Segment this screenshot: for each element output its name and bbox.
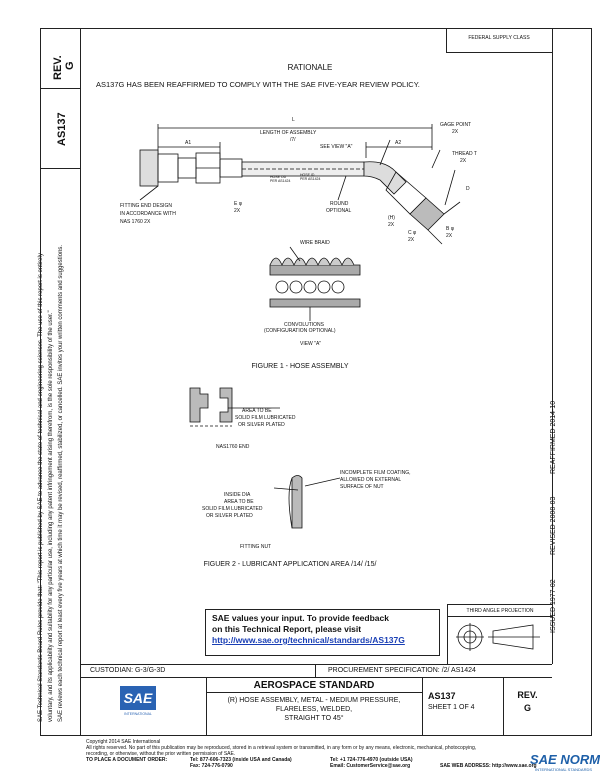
doc-title-line2: FLARELESS, WELDED, — [275, 706, 353, 713]
sheet-number: SHEET 1 OF 4 — [428, 704, 475, 711]
federal-supply-class: FEDERAL SUPPLY CLASS — [468, 35, 530, 41]
doc-number-vertical: AS137 — [56, 112, 68, 146]
tel-inside: Tel: 877-606-7323 (inside USA and Canada… — [190, 757, 292, 763]
svg-text:2X: 2X — [452, 129, 459, 135]
doc-title-line1: (R) HOSE ASSEMBLY, METAL - MEDIUM PRESSU… — [227, 697, 401, 704]
title-block-doc-number: AS137 — [428, 691, 456, 701]
svg-text:E φ: E φ — [234, 201, 243, 207]
watermark-logo: SAE NORM — [530, 752, 600, 767]
dim-l: L — [292, 117, 295, 123]
nas1760-end: NAS1760 END — [216, 444, 250, 450]
length-of-assembly: LENGTH OF ASSEMBLY — [260, 130, 317, 136]
svg-text:SOLID FILM LUBRICATED: SOLID FILM LUBRICATED — [235, 415, 296, 421]
view-a: VIEW "A" — [300, 341, 321, 347]
revised-date: REVISED 2008-03 — [550, 496, 557, 555]
svg-text:AREA TO BE: AREA TO BE — [242, 408, 272, 414]
svg-text:NAS 1760 2X: NAS 1760 2X — [120, 219, 151, 225]
rights-line1: All rights reserved. No part of this pub… — [86, 745, 477, 751]
svg-text:INSIDE DIA: INSIDE DIA — [224, 492, 251, 498]
drawing-sheet — [40, 28, 592, 736]
svg-text:B φ: B φ — [446, 226, 455, 232]
figure2-caption: FIGUER 2 - LUBRICANT APPLICATION AREA /1… — [203, 561, 377, 568]
feedback-line1: SAE values your input. To provide feedba… — [212, 613, 389, 623]
svg-text:PER AS1424: PER AS1424 — [270, 179, 290, 183]
svg-text:AREA TO BE: AREA TO BE — [224, 499, 254, 505]
svg-text:INCOMPLETE FILM COATING,: INCOMPLETE FILM COATING, — [340, 470, 410, 476]
svg-text:2X: 2X — [388, 222, 395, 228]
convolutions: CONVOLUTIONS — [284, 322, 325, 328]
lubricant-area-drawing: AREA TO BE SOLID FILM LUBRICATED OR SILV… — [189, 387, 410, 550]
dim-a2: A2 — [395, 140, 401, 146]
projection-symbol — [456, 623, 540, 651]
svg-text:PER AS1424: PER AS1424 — [300, 177, 320, 181]
doc-title-line3: STRAIGHT TO 45° — [284, 715, 344, 722]
see-view-a: SEE VIEW "A" — [320, 144, 353, 150]
svg-text:HOSE OD: HOSE OD — [270, 175, 287, 179]
feedback-line2: on this Technical Report, please visit — [212, 624, 362, 634]
rev-value-vertical: G — [64, 61, 76, 70]
svg-text:IN ACCORDANCE WITH: IN ACCORDANCE WITH — [120, 211, 176, 217]
sae-logo: SAE INTERNATIONAL — [120, 686, 156, 726]
aerospace-standard-heading: AEROSPACE STANDARD — [253, 680, 375, 691]
rationale-title: RATIONALE — [287, 63, 333, 72]
svg-text:2X: 2X — [446, 233, 453, 239]
svg-text:ROUND: ROUND — [330, 201, 349, 207]
svg-text:D: D — [466, 186, 470, 192]
title-block-rev-value: G — [523, 703, 531, 713]
fitting-nut: FITTING NUT — [240, 544, 271, 550]
fitting-end-design: FITTING END DESIGN — [120, 203, 172, 209]
email: Email: CustomerService@sae.org — [330, 763, 411, 769]
svg-text:2X: 2X — [234, 208, 241, 214]
tel-outside: Tel: +1 724-776-4970 (outside USA) — [330, 757, 413, 763]
svg-text:SURFACE OF NUT: SURFACE OF NUT — [340, 484, 384, 490]
custodian: CUSTODIAN: G-3/G-3D — [90, 667, 166, 674]
to-place-order: TO PLACE A DOCUMENT ORDER: — [86, 757, 168, 763]
rationale-text: AS137G HAS BEEN REAFFIRMED TO COMPLY WIT… — [96, 80, 420, 89]
watermark-sub: INTERNATIONAL STANDARDS — [535, 767, 593, 772]
svg-text:SOLID FILM LUBRICATED: SOLID FILM LUBRICATED — [202, 506, 263, 512]
title-block-rev-label: REV. — [517, 690, 538, 700]
thread-t: THREAD T — [452, 151, 477, 157]
procurement-spec: PROCUREMENT SPECIFICATION: /2/ AS1424 — [328, 667, 476, 674]
wire-braid: WIRE BRAID — [300, 240, 330, 246]
feedback-link[interactable]: http://www.sae.org/technical/standards/A… — [212, 635, 405, 645]
dim-a1: A1 — [185, 140, 191, 146]
svg-text:ALLOWED ON EXTERNAL: ALLOWED ON EXTERNAL — [340, 477, 401, 483]
svg-text:(H): (H) — [388, 215, 395, 221]
hose-assembly-drawing: L LENGTH OF ASSEMBLY /7/ A1 A2 GAGE POIN… — [120, 117, 477, 347]
gage-point: GAGE POINT — [440, 122, 471, 128]
title-column-divider — [80, 28, 81, 664]
note-7: /7/ — [290, 137, 296, 143]
rights-line2: recording, or otherwise, without the pri… — [86, 751, 236, 757]
copyright: Copyright 2014 SAE International — [86, 739, 161, 745]
svg-text:OR SILVER PLATED: OR SILVER PLATED — [238, 422, 285, 428]
projection-title: THIRD ANGLE PROJECTION — [448, 605, 552, 617]
fax: Fax: 724-776-0790 — [190, 763, 233, 769]
svg-text:HOSE ID: HOSE ID — [300, 173, 315, 177]
web-address: SAE WEB ADDRESS: http://www.sae.org — [440, 763, 537, 769]
svg-text:C φ: C φ — [408, 230, 417, 236]
feedback-box: SAE values your input. To provide feedba… — [205, 609, 440, 656]
figure1-caption: FIGURE 1 - HOSE ASSEMBLY — [251, 363, 349, 370]
svg-text:OPTIONAL: OPTIONAL — [326, 208, 352, 214]
svg-text:2X: 2X — [408, 237, 415, 243]
rev-label-vertical: REV. — [52, 55, 64, 80]
reaffirmed-date: REAFFIRMED 2014-10 — [550, 400, 557, 474]
svg-text:(CONFIGURATION OPTIONAL): (CONFIGURATION OPTIONAL) — [264, 328, 336, 334]
right-column-divider — [552, 28, 553, 664]
third-angle-projection-box: THIRD ANGLE PROJECTION — [447, 604, 552, 664]
svg-text:OR SILVER PLATED: OR SILVER PLATED — [206, 513, 253, 519]
svg-text:2X: 2X — [460, 158, 467, 164]
